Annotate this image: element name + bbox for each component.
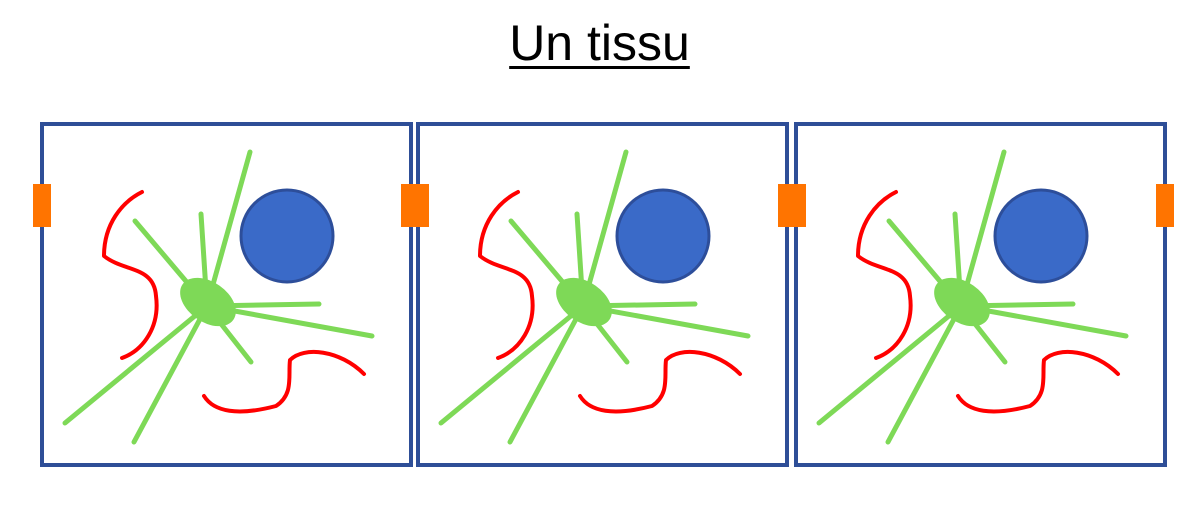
- cell-2: [416, 122, 789, 467]
- centrosome: [180, 277, 236, 327]
- microtubule-6: [438, 303, 586, 426]
- organelle-line-lower: [202, 349, 366, 414]
- microtubule-7: [885, 303, 964, 445]
- cell-junction-2: [401, 184, 429, 227]
- organelle-line-upper: [856, 190, 913, 360]
- nucleus: [239, 188, 335, 284]
- organelle-line-upper: [102, 190, 159, 360]
- centrosome: [934, 277, 990, 327]
- microtubule-7: [131, 303, 210, 445]
- microtubule-1: [958, 149, 1007, 309]
- diagram-title: Un tissu: [509, 15, 690, 71]
- organelle-line-lower: [956, 349, 1120, 414]
- cell-1: [40, 122, 413, 467]
- microtubule-6: [816, 303, 964, 426]
- cell-junction-1: [33, 184, 51, 227]
- microtubule-1: [580, 149, 629, 309]
- nucleus: [615, 188, 711, 284]
- centrosome: [556, 277, 612, 327]
- microtubule-1: [204, 149, 253, 309]
- organelle-line-lower: [578, 349, 742, 414]
- cells-layer: [40, 122, 1167, 467]
- cell-3: [794, 122, 1167, 467]
- microtubule-6: [62, 303, 210, 426]
- cell-junction-3: [778, 184, 806, 227]
- microtubule-7: [507, 303, 586, 445]
- nucleus: [993, 188, 1089, 284]
- junctions-layer: [33, 184, 1174, 227]
- organelle-line-upper: [478, 190, 535, 360]
- cell-junction-4: [1156, 184, 1174, 227]
